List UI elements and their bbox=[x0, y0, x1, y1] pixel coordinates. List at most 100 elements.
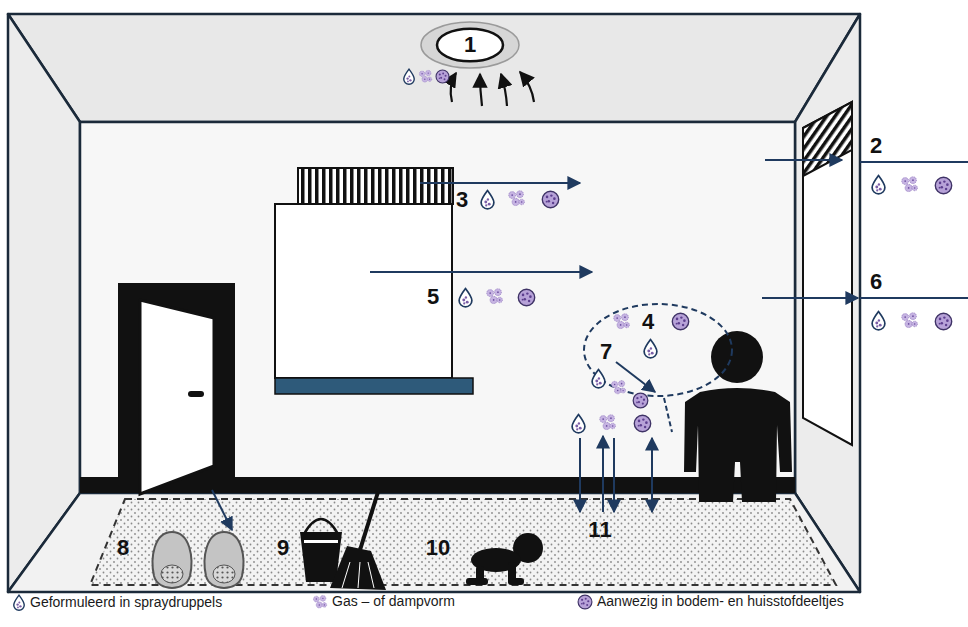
door-part bbox=[140, 300, 214, 494]
breathing-zone bbox=[584, 304, 732, 396]
legend-entry: Gas – of dampvorm bbox=[312, 594, 455, 610]
substance-icons-part bbox=[572, 415, 585, 433]
crawling-child-part bbox=[508, 578, 524, 585]
bucket-and-broom-part bbox=[304, 540, 338, 543]
legend-entry: Geformuleerd in spraydruppels bbox=[12, 594, 222, 611]
substance-icons-part bbox=[633, 393, 648, 408]
substance-icons-part bbox=[487, 289, 503, 304]
substance-icons-part bbox=[542, 191, 558, 207]
slippers-part bbox=[205, 532, 244, 588]
route-arrows-part bbox=[762, 297, 858, 299]
route-arrows-part bbox=[860, 161, 968, 163]
baseboard-part bbox=[80, 477, 795, 493]
substance-icons-part bbox=[518, 289, 534, 305]
ceiling-vent-airflow-part bbox=[520, 72, 534, 102]
slippers bbox=[153, 532, 244, 588]
person-part bbox=[684, 388, 792, 502]
breathing-zone-part bbox=[584, 304, 732, 396]
back-window-part bbox=[298, 168, 453, 204]
bucket-and-broom-part-part bbox=[368, 562, 374, 588]
door bbox=[118, 283, 235, 494]
door-arrow-part bbox=[212, 490, 232, 530]
skin-contact-mark-part bbox=[664, 398, 672, 432]
ceiling-vent-airflow-part bbox=[501, 74, 507, 106]
substance-icons bbox=[404, 69, 952, 433]
substance-icons-part bbox=[481, 191, 494, 209]
ceiling-vent-airflow-part bbox=[451, 73, 456, 102]
substance-icons-part bbox=[459, 289, 472, 307]
route-arrows-part bbox=[616, 362, 655, 392]
room-walls-part bbox=[795, 14, 860, 592]
legend-icon bbox=[578, 595, 592, 609]
substance-icons-part bbox=[935, 177, 951, 193]
callout-number: 10 bbox=[426, 537, 450, 559]
room-walls bbox=[8, 14, 860, 592]
back-window bbox=[275, 168, 473, 394]
callout-number: 5 bbox=[427, 286, 439, 308]
route-arrows-part bbox=[420, 182, 580, 184]
substance-icons-part bbox=[592, 370, 605, 388]
vent-ring bbox=[421, 22, 519, 68]
baseboard bbox=[80, 477, 795, 493]
route-arrows-part bbox=[765, 159, 842, 161]
back-window-part bbox=[275, 204, 452, 378]
substance-icons-part bbox=[902, 313, 918, 328]
skin-contact-mark bbox=[664, 398, 672, 432]
bucket-and-broom-part bbox=[342, 562, 374, 588]
substance-icons-part bbox=[935, 313, 951, 329]
bucket-and-broom-part-part bbox=[358, 562, 360, 588]
legend-text: Geformuleerd in spraydruppels bbox=[30, 595, 222, 610]
bucket-and-broom-part bbox=[330, 546, 386, 590]
person bbox=[684, 331, 792, 502]
substance-icons-part bbox=[872, 312, 885, 330]
bucket-and-broom bbox=[300, 492, 386, 590]
side-window-part bbox=[803, 102, 852, 176]
substance-icons-part bbox=[872, 176, 885, 194]
legend-icon bbox=[14, 595, 25, 610]
substance-icons-part bbox=[509, 191, 525, 206]
callout-number: 3 bbox=[456, 189, 468, 211]
substance-icons-part bbox=[672, 313, 688, 329]
room-walls-part bbox=[8, 14, 860, 122]
ceiling-vent-airflow-part bbox=[480, 74, 482, 106]
substance-icons-part bbox=[404, 69, 415, 84]
substance-icons-part bbox=[600, 415, 616, 430]
door-arrow bbox=[212, 490, 232, 530]
back-window-part bbox=[275, 378, 473, 394]
crawling-child bbox=[466, 533, 543, 585]
callout-number: 6 bbox=[870, 271, 882, 293]
callout-number: 11 bbox=[588, 519, 611, 541]
route-arrows-part bbox=[579, 438, 581, 512]
callout-number: 8 bbox=[117, 537, 129, 559]
route-arrows-part bbox=[613, 438, 615, 512]
room-walls-part bbox=[8, 493, 860, 592]
substance-icons-part bbox=[644, 340, 657, 358]
callout-number: 2 bbox=[870, 135, 882, 157]
bucket-and-broom-part bbox=[304, 519, 338, 534]
bucket-and-broom-part bbox=[360, 492, 378, 550]
route-arrows-part bbox=[370, 271, 592, 273]
callout-number: 9 bbox=[277, 537, 289, 559]
route-arrows-part bbox=[602, 436, 604, 512]
person-part bbox=[711, 331, 763, 383]
ceiling-vent-airflow bbox=[451, 72, 534, 106]
vent-opening bbox=[437, 29, 503, 62]
room-walls-part bbox=[8, 14, 80, 592]
crawling-child-part bbox=[466, 578, 488, 585]
floor-dust-area bbox=[90, 499, 836, 585]
slippers-part bbox=[153, 532, 192, 588]
ceiling-vent: 1 bbox=[420, 21, 520, 69]
substance-icons-part bbox=[419, 70, 431, 82]
substance-icons-part bbox=[634, 415, 650, 431]
slippers-part bbox=[161, 565, 183, 583]
legend-text: Gas – of dampvorm bbox=[332, 594, 455, 609]
legend-text: Aanwezig in bodem- en huisstofdeeltjes bbox=[597, 594, 844, 609]
legend-icon bbox=[313, 595, 326, 608]
legend-symbol bbox=[12, 594, 26, 611]
route-arrows-part bbox=[651, 438, 653, 512]
substance-icons-part bbox=[436, 70, 449, 83]
callout-number: 4 bbox=[642, 311, 654, 333]
